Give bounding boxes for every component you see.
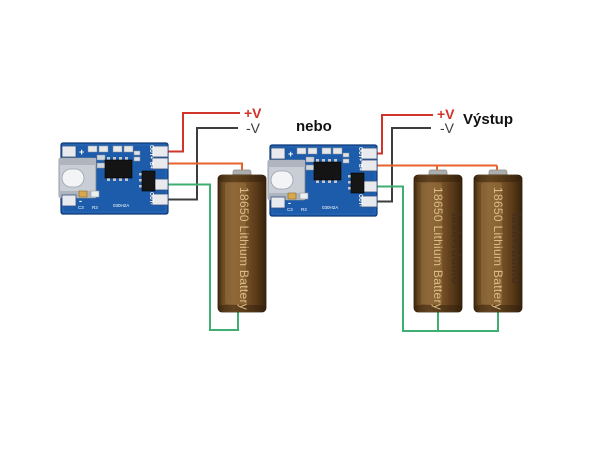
battery-parallel-1: 18650 Lithium Battery lask♥rduino bbox=[413, 169, 463, 313]
output-label: Výstup bbox=[463, 111, 513, 128]
positive-output-label: +V bbox=[244, 105, 262, 121]
positive-output-label: +V bbox=[437, 106, 455, 122]
negative-output-label: -V bbox=[440, 120, 455, 136]
charger-module-left bbox=[58, 142, 169, 215]
circuit-single-cell: 18650 Lithium Battery +V -V bbox=[58, 105, 267, 331]
battery-brand-text: lask♥rduino bbox=[449, 213, 463, 284]
battery-parallel-2: 18650 Lithium Battery lask♥rduino bbox=[473, 169, 523, 313]
battery-title-text: 18650 Lithium Battery bbox=[237, 187, 251, 310]
circuit-parallel-cells: 18650 Lithium Battery lask♥rduino 18650 … bbox=[267, 106, 523, 332]
or-label: nebo bbox=[296, 118, 332, 135]
battery-single: 18650 Lithium Battery bbox=[217, 169, 267, 313]
battery-brand-text: lask♥rduino bbox=[509, 213, 523, 284]
wire-battery-positive bbox=[156, 162, 243, 172]
battery-title-text: 18650 Lithium Battery bbox=[491, 187, 505, 310]
wire-out-positive bbox=[156, 112, 240, 153]
battery-title-text: 18650 Lithium Battery bbox=[431, 187, 445, 310]
wire-battery-negative bbox=[156, 183, 239, 331]
wire-battery-negative-rail bbox=[365, 185, 499, 332]
charger-module-right bbox=[267, 144, 378, 217]
negative-output-label: -V bbox=[246, 120, 261, 136]
